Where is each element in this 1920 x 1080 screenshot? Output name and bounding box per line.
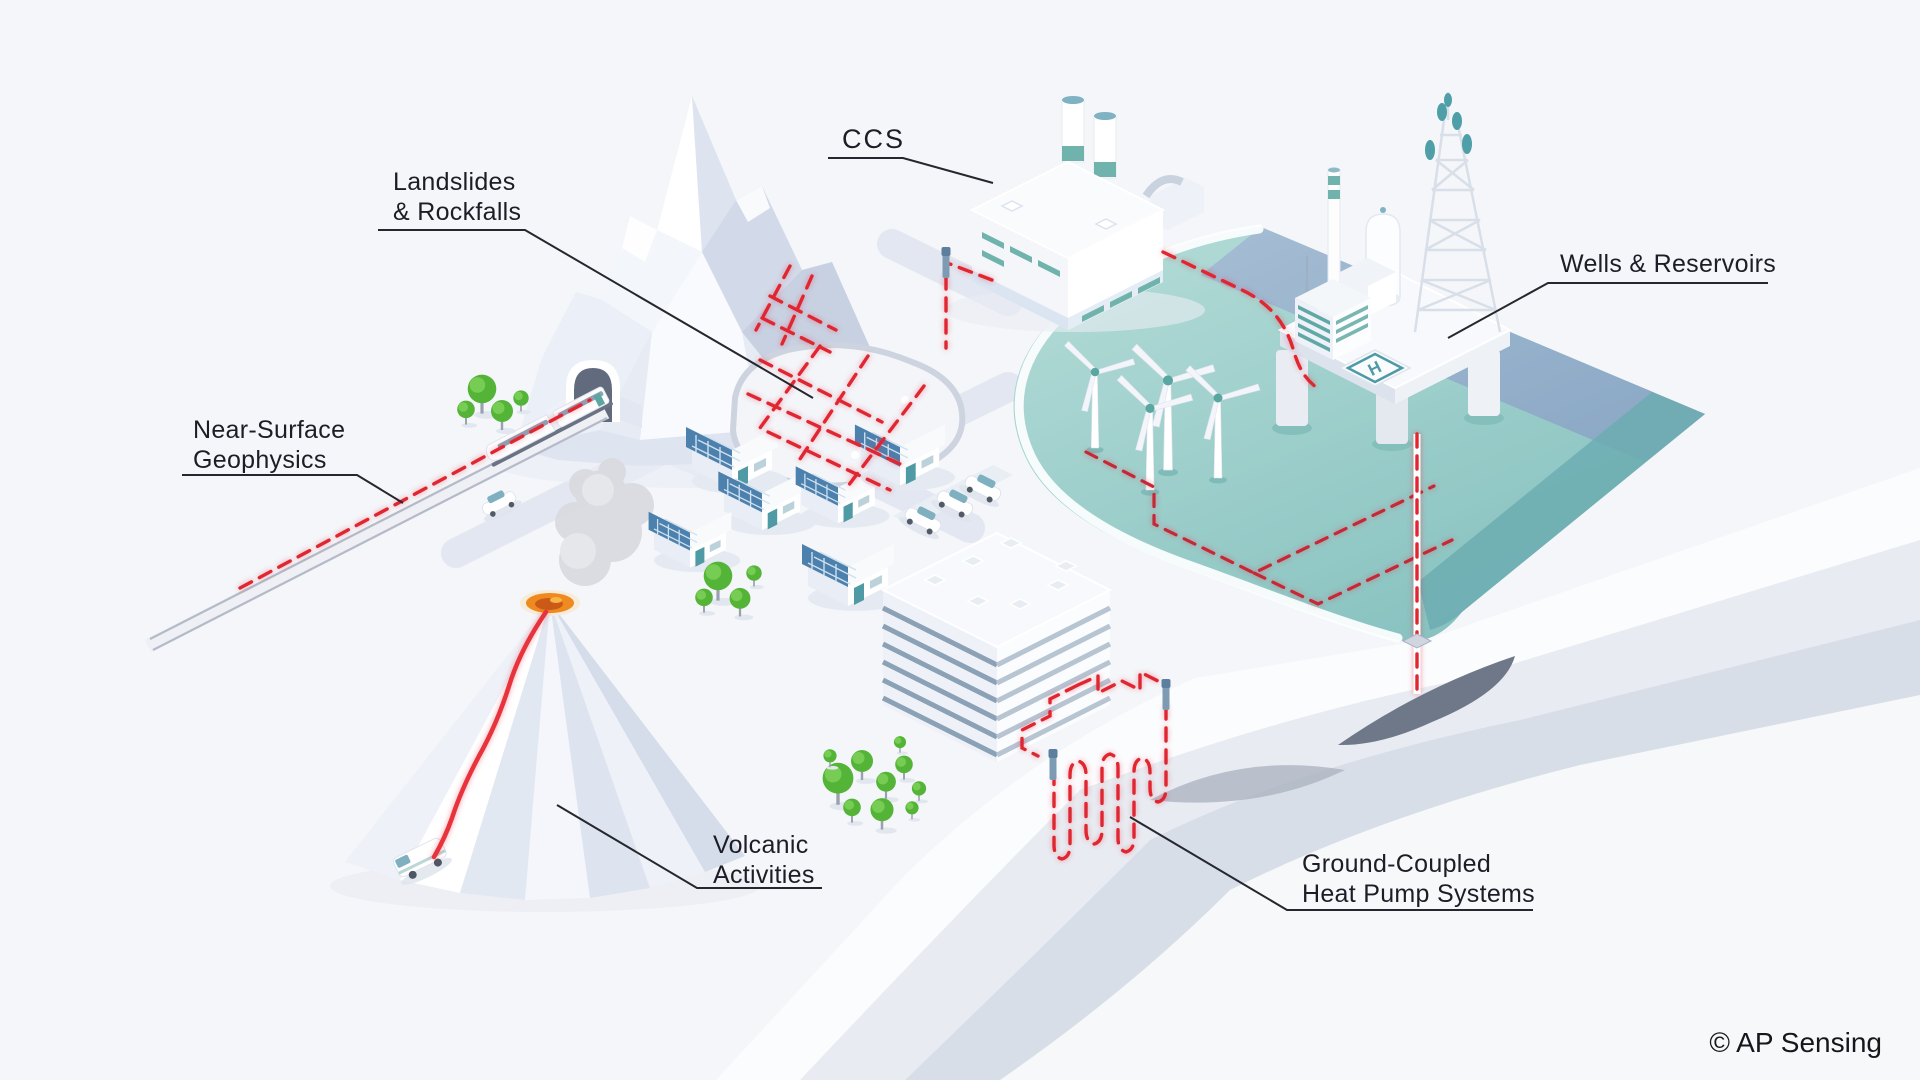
factory-chimney [1093, 112, 1117, 179]
ccs-factory [945, 96, 1205, 332]
ccs-label: CCS [842, 124, 905, 154]
landslide-sensing-grid [746, 264, 926, 492]
wells-reservoirs-label: Wells & Reservoirs [1560, 250, 1776, 278]
ccs-fiber-left [944, 262, 994, 350]
seafloor-slope [1418, 392, 1705, 630]
sensor-post [1048, 749, 1058, 780]
platform-building [1295, 258, 1396, 360]
copyright-notice: © AP Sensing [1709, 1027, 1882, 1058]
landslides-label-line1: Landslides [393, 168, 516, 196]
wells-leader-line [1447, 282, 1768, 339]
parking-lot [893, 465, 1013, 543]
ground-cross-section [716, 468, 1920, 1080]
tower-antennas [1425, 93, 1472, 160]
ccs-fiber-to-platform [1161, 250, 1322, 392]
volcanic-label-line2: Activities [713, 861, 815, 889]
leader-lines [182, 157, 1768, 911]
sensor-post [1161, 679, 1171, 710]
heat-pump-surface-line-right [1076, 669, 1164, 696]
roof-skylights [923, 537, 1078, 610]
factory-chimney [1061, 96, 1085, 163]
near-surface-label-line1: Near-Surface [193, 416, 345, 444]
volcanic-label-line1: Volcanic [713, 831, 809, 859]
labels: Landslides & Rockfalls CCS Wells & Reser… [193, 124, 1776, 908]
heat-pump-label-line1: Ground-Coupled [1302, 850, 1491, 878]
heat-pump-label-line2: Heat Pump Systems [1302, 880, 1535, 908]
volcano-lava-sensing-line [431, 609, 549, 860]
reservoir-lens [1338, 656, 1515, 746]
landslides-leader-line [378, 229, 814, 399]
volcano-crater [520, 590, 580, 616]
near-surface-leader-line [182, 474, 404, 504]
heat-pump-surface-line-left [1020, 683, 1080, 758]
ccs-leader-line [828, 157, 994, 184]
helipad: H [1338, 349, 1412, 387]
communications-tower [1413, 92, 1502, 333]
volcanic-leader-line [556, 804, 822, 889]
railway-fiber-line [238, 398, 592, 590]
office-building [880, 531, 1113, 762]
factory-windows [982, 232, 1160, 322]
volcano-smoke [555, 458, 654, 586]
near-surface-label-line2: Geophysics [193, 446, 327, 474]
wellhead [1401, 633, 1433, 649]
offshore-platform: H [1272, 92, 1513, 451]
volcano-illustration [330, 458, 760, 912]
landslides-label-line2: & Rockfalls [393, 198, 521, 226]
heat-pump-ground-loops [1052, 704, 1168, 861]
road-coast [877, 229, 1023, 316]
seafloor-cable-network [1084, 450, 1454, 606]
sensor-post [941, 247, 951, 278]
heat-pump-leader-line [1129, 816, 1533, 911]
fiber-routes [238, 250, 1454, 861]
strata-lens [1150, 765, 1345, 803]
